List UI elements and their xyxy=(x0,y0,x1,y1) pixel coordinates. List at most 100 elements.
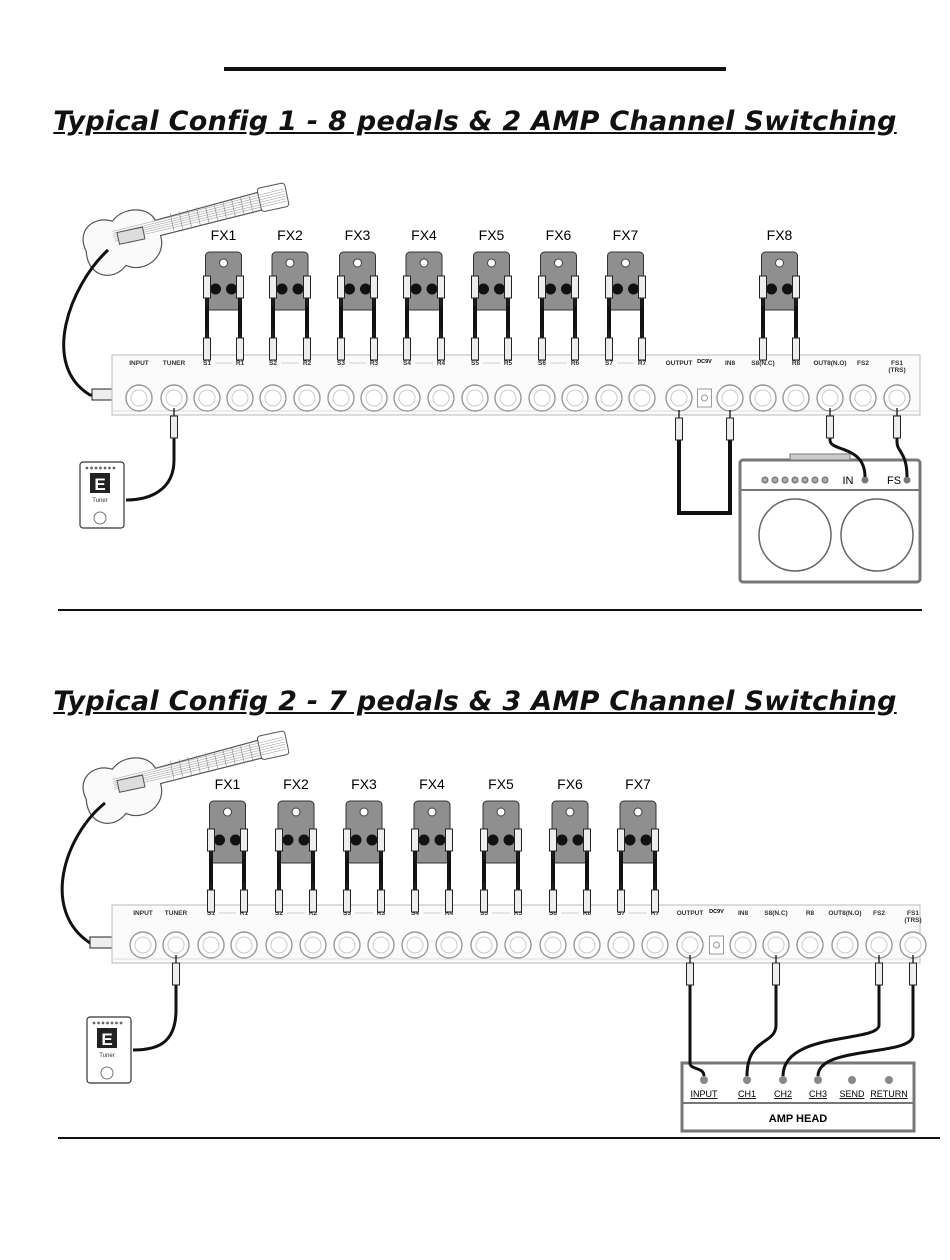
jack-label-tuner: TUNER xyxy=(165,910,188,917)
pedal-knob xyxy=(291,807,301,817)
plug-barrel xyxy=(303,275,311,299)
jack-plug xyxy=(445,828,453,859)
plug-barrel xyxy=(236,275,244,299)
tuner-footswitch xyxy=(93,511,107,525)
jack-plug xyxy=(309,828,317,859)
tuner-led xyxy=(97,1021,100,1025)
pedal-knob xyxy=(621,258,630,268)
jack-plug xyxy=(651,828,659,859)
pedal-jack-out xyxy=(298,834,310,846)
plug-barrel xyxy=(343,828,351,852)
pedal-knob xyxy=(496,807,506,817)
jack-label-r8: R8 xyxy=(792,360,801,367)
amp-head-body xyxy=(680,1061,916,1133)
plug-barrel xyxy=(236,337,244,361)
pedal-label-fx2: FX2 xyxy=(283,776,309,792)
jack-socket-inner xyxy=(165,389,183,407)
amp-knob xyxy=(761,476,769,484)
plug-barrel xyxy=(303,337,311,361)
plug-barrel xyxy=(792,275,800,299)
guitar-string xyxy=(112,736,284,780)
pedal-jack-out xyxy=(226,283,237,295)
plug-barrel xyxy=(471,337,479,361)
jack-plug xyxy=(303,275,311,306)
jack-socket-inner xyxy=(754,389,772,407)
jack-label-s8-n-c: S8(N.C) xyxy=(764,910,787,917)
plug-barrel xyxy=(170,415,178,439)
jack-socket-inner xyxy=(904,936,922,954)
jack-socket-inner xyxy=(130,389,148,407)
plug-barrel xyxy=(411,889,419,913)
pedal-jack-in xyxy=(210,283,221,295)
plug-barrel xyxy=(726,417,734,441)
amp-head-label: AMP HEAD xyxy=(769,1113,828,1125)
pedal-jack-in xyxy=(545,283,556,295)
pedal-jack-out xyxy=(426,283,438,295)
jack-socket-inner xyxy=(499,389,517,407)
guitar-headstock xyxy=(256,730,290,760)
pedal-jack-out xyxy=(782,283,793,295)
tuner-led xyxy=(110,1021,114,1025)
plug-barrel xyxy=(377,889,385,913)
jack-plug xyxy=(792,330,800,361)
pedal-jack-in xyxy=(282,834,294,846)
plug-barrel xyxy=(207,889,215,913)
pedal-jack-in xyxy=(350,834,362,846)
plug-barrel xyxy=(504,275,512,299)
jack-label-output: OUTPUT xyxy=(677,910,704,917)
amp-knob xyxy=(791,476,799,484)
guitar-pickguard xyxy=(116,226,146,245)
jack-socket-inner xyxy=(509,936,527,954)
guitar-fret xyxy=(249,744,254,762)
amp-port-ch3 xyxy=(814,1076,822,1084)
guitar-fret xyxy=(178,759,183,777)
jack-label-r3: R3 xyxy=(377,910,386,917)
plug-barrel xyxy=(269,337,277,361)
jack-plug xyxy=(538,330,546,361)
plug-barrel xyxy=(538,275,546,299)
effect-pedal-fx6: FX6 xyxy=(540,227,577,311)
amp-port-ch2 xyxy=(779,1076,787,1084)
jack-plug xyxy=(370,275,378,306)
plug-barrel xyxy=(549,828,557,852)
pedal-label-fx4: FX4 xyxy=(411,227,437,243)
jack-plug xyxy=(403,275,411,306)
jack-plug xyxy=(471,330,479,361)
jack-plug xyxy=(583,828,591,859)
jack-label-fs2: FS2 xyxy=(873,910,885,917)
config2-title: Typical Config 2 - 7 pedals & 3 AMP Chan… xyxy=(53,686,897,717)
jack-label-s3: S3 xyxy=(343,910,351,917)
jack-label-s8-n-c: S8(N.C) xyxy=(751,360,774,367)
jack-label-s4: S4 xyxy=(403,360,411,367)
jack-plug xyxy=(236,330,244,361)
jack-socket-inner xyxy=(235,936,253,954)
tuner-led xyxy=(85,466,89,470)
dc-label: DC9V xyxy=(697,359,712,365)
jack-label-r7: R7 xyxy=(638,360,647,367)
guitar-fret xyxy=(231,747,236,766)
plug-barrel xyxy=(504,337,512,361)
pedal-jack-out xyxy=(503,834,515,846)
plug-barrel xyxy=(437,275,445,299)
plug-barrel xyxy=(370,275,378,299)
jack-socket-inner xyxy=(231,389,249,407)
jack-plug xyxy=(875,955,883,986)
fs2-to-ch2-cable xyxy=(781,985,881,1077)
plug-barrel xyxy=(583,889,591,913)
plug-barrel xyxy=(377,828,385,852)
section-divider-1 xyxy=(58,609,922,611)
jack-socket-inner xyxy=(167,936,185,954)
plug-barrel xyxy=(909,962,917,986)
jack-label-in8: IN8 xyxy=(725,360,736,367)
jack-label-s2: S2 xyxy=(275,910,283,917)
pedal-label-fx5: FX5 xyxy=(488,776,514,792)
jack-plug xyxy=(909,955,917,986)
tuner-led xyxy=(94,466,98,470)
fs1-to-ch3-cable xyxy=(816,985,915,1077)
jack-plug xyxy=(303,330,311,361)
dc-label: DC9V xyxy=(709,909,724,915)
jack-plug xyxy=(726,410,734,441)
jack-socket-inner xyxy=(870,936,888,954)
jack-label-output: OUTPUT xyxy=(666,360,693,367)
